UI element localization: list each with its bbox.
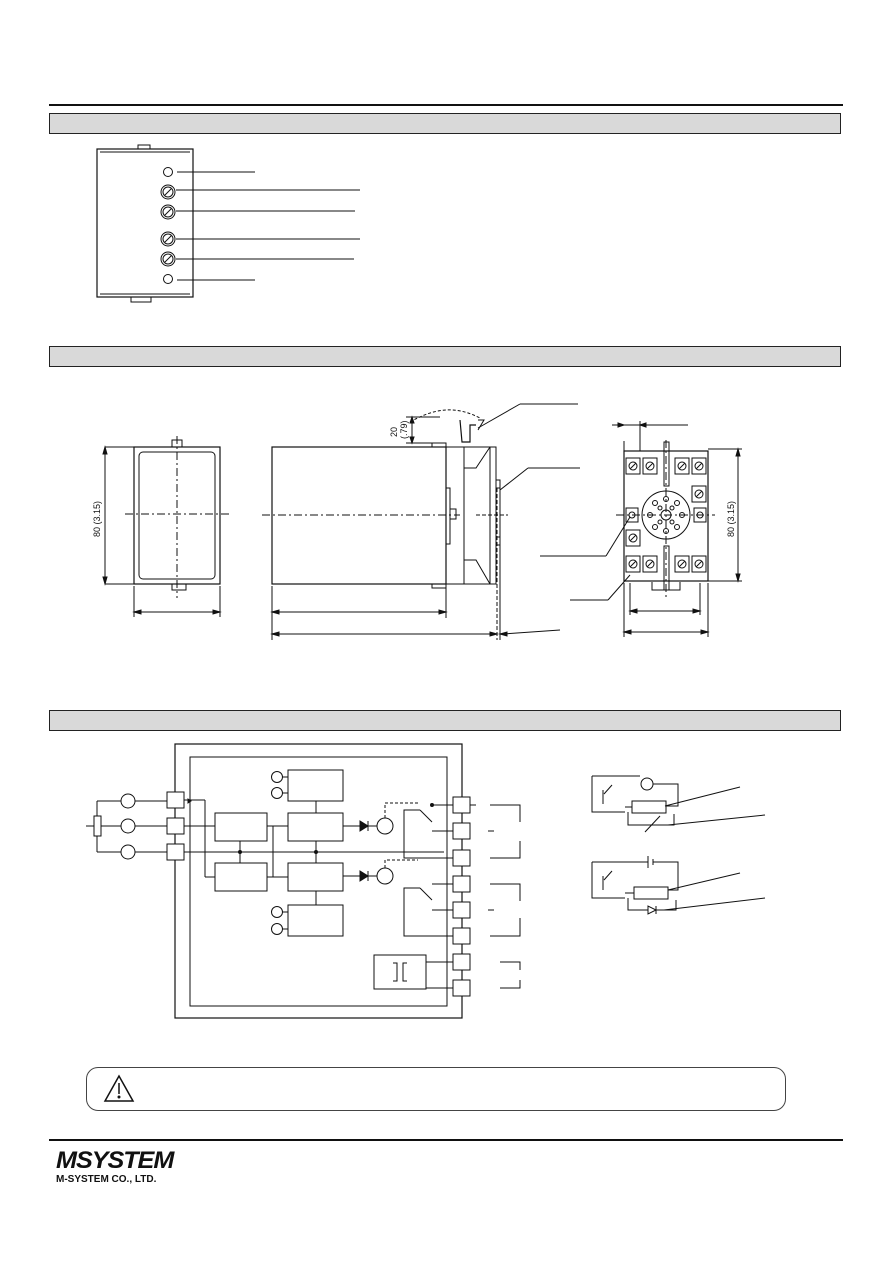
adjust-knob-1: [160, 184, 176, 200]
led-indicator-2: [163, 274, 173, 284]
warning-box: [86, 1067, 786, 1111]
dimension-socket-drawing: [540, 421, 742, 637]
header-rule: [49, 104, 843, 106]
company-name: M-SYSTEM CO., LTD.: [56, 1174, 157, 1185]
connection-diagram: [86, 743, 521, 1019]
footer-rule: [49, 1139, 843, 1141]
section-band-connection-diagram: [49, 710, 841, 731]
led-indicator-1: [163, 167, 173, 177]
warning-icon: [103, 1074, 135, 1102]
adjust-knob-2: [160, 204, 176, 220]
dimension-front-drawing: [102, 436, 230, 617]
height-label-socket: 80 (3.15): [726, 501, 736, 537]
section-band-front-view: [49, 113, 841, 134]
company-logo: MSYSTEM M-SYSTEM CO., LTD.: [56, 1149, 174, 1186]
load-circuit-ac: [591, 775, 766, 833]
height-label-front: 80 (3.15): [92, 501, 102, 537]
dimension-side-drawing: [262, 403, 580, 640]
logo-wordmark: MSYSTEM: [56, 1147, 174, 1174]
rail-clearance-inch-label: (.79): [399, 420, 409, 439]
adjust-knob-4: [160, 251, 176, 267]
load-circuit-dc: [591, 856, 766, 915]
front-view-drawing: [96, 144, 360, 303]
section-band-dimensions: [49, 346, 841, 367]
adjust-knob-3: [160, 231, 176, 247]
rail-clearance-label: 20: [389, 427, 399, 437]
